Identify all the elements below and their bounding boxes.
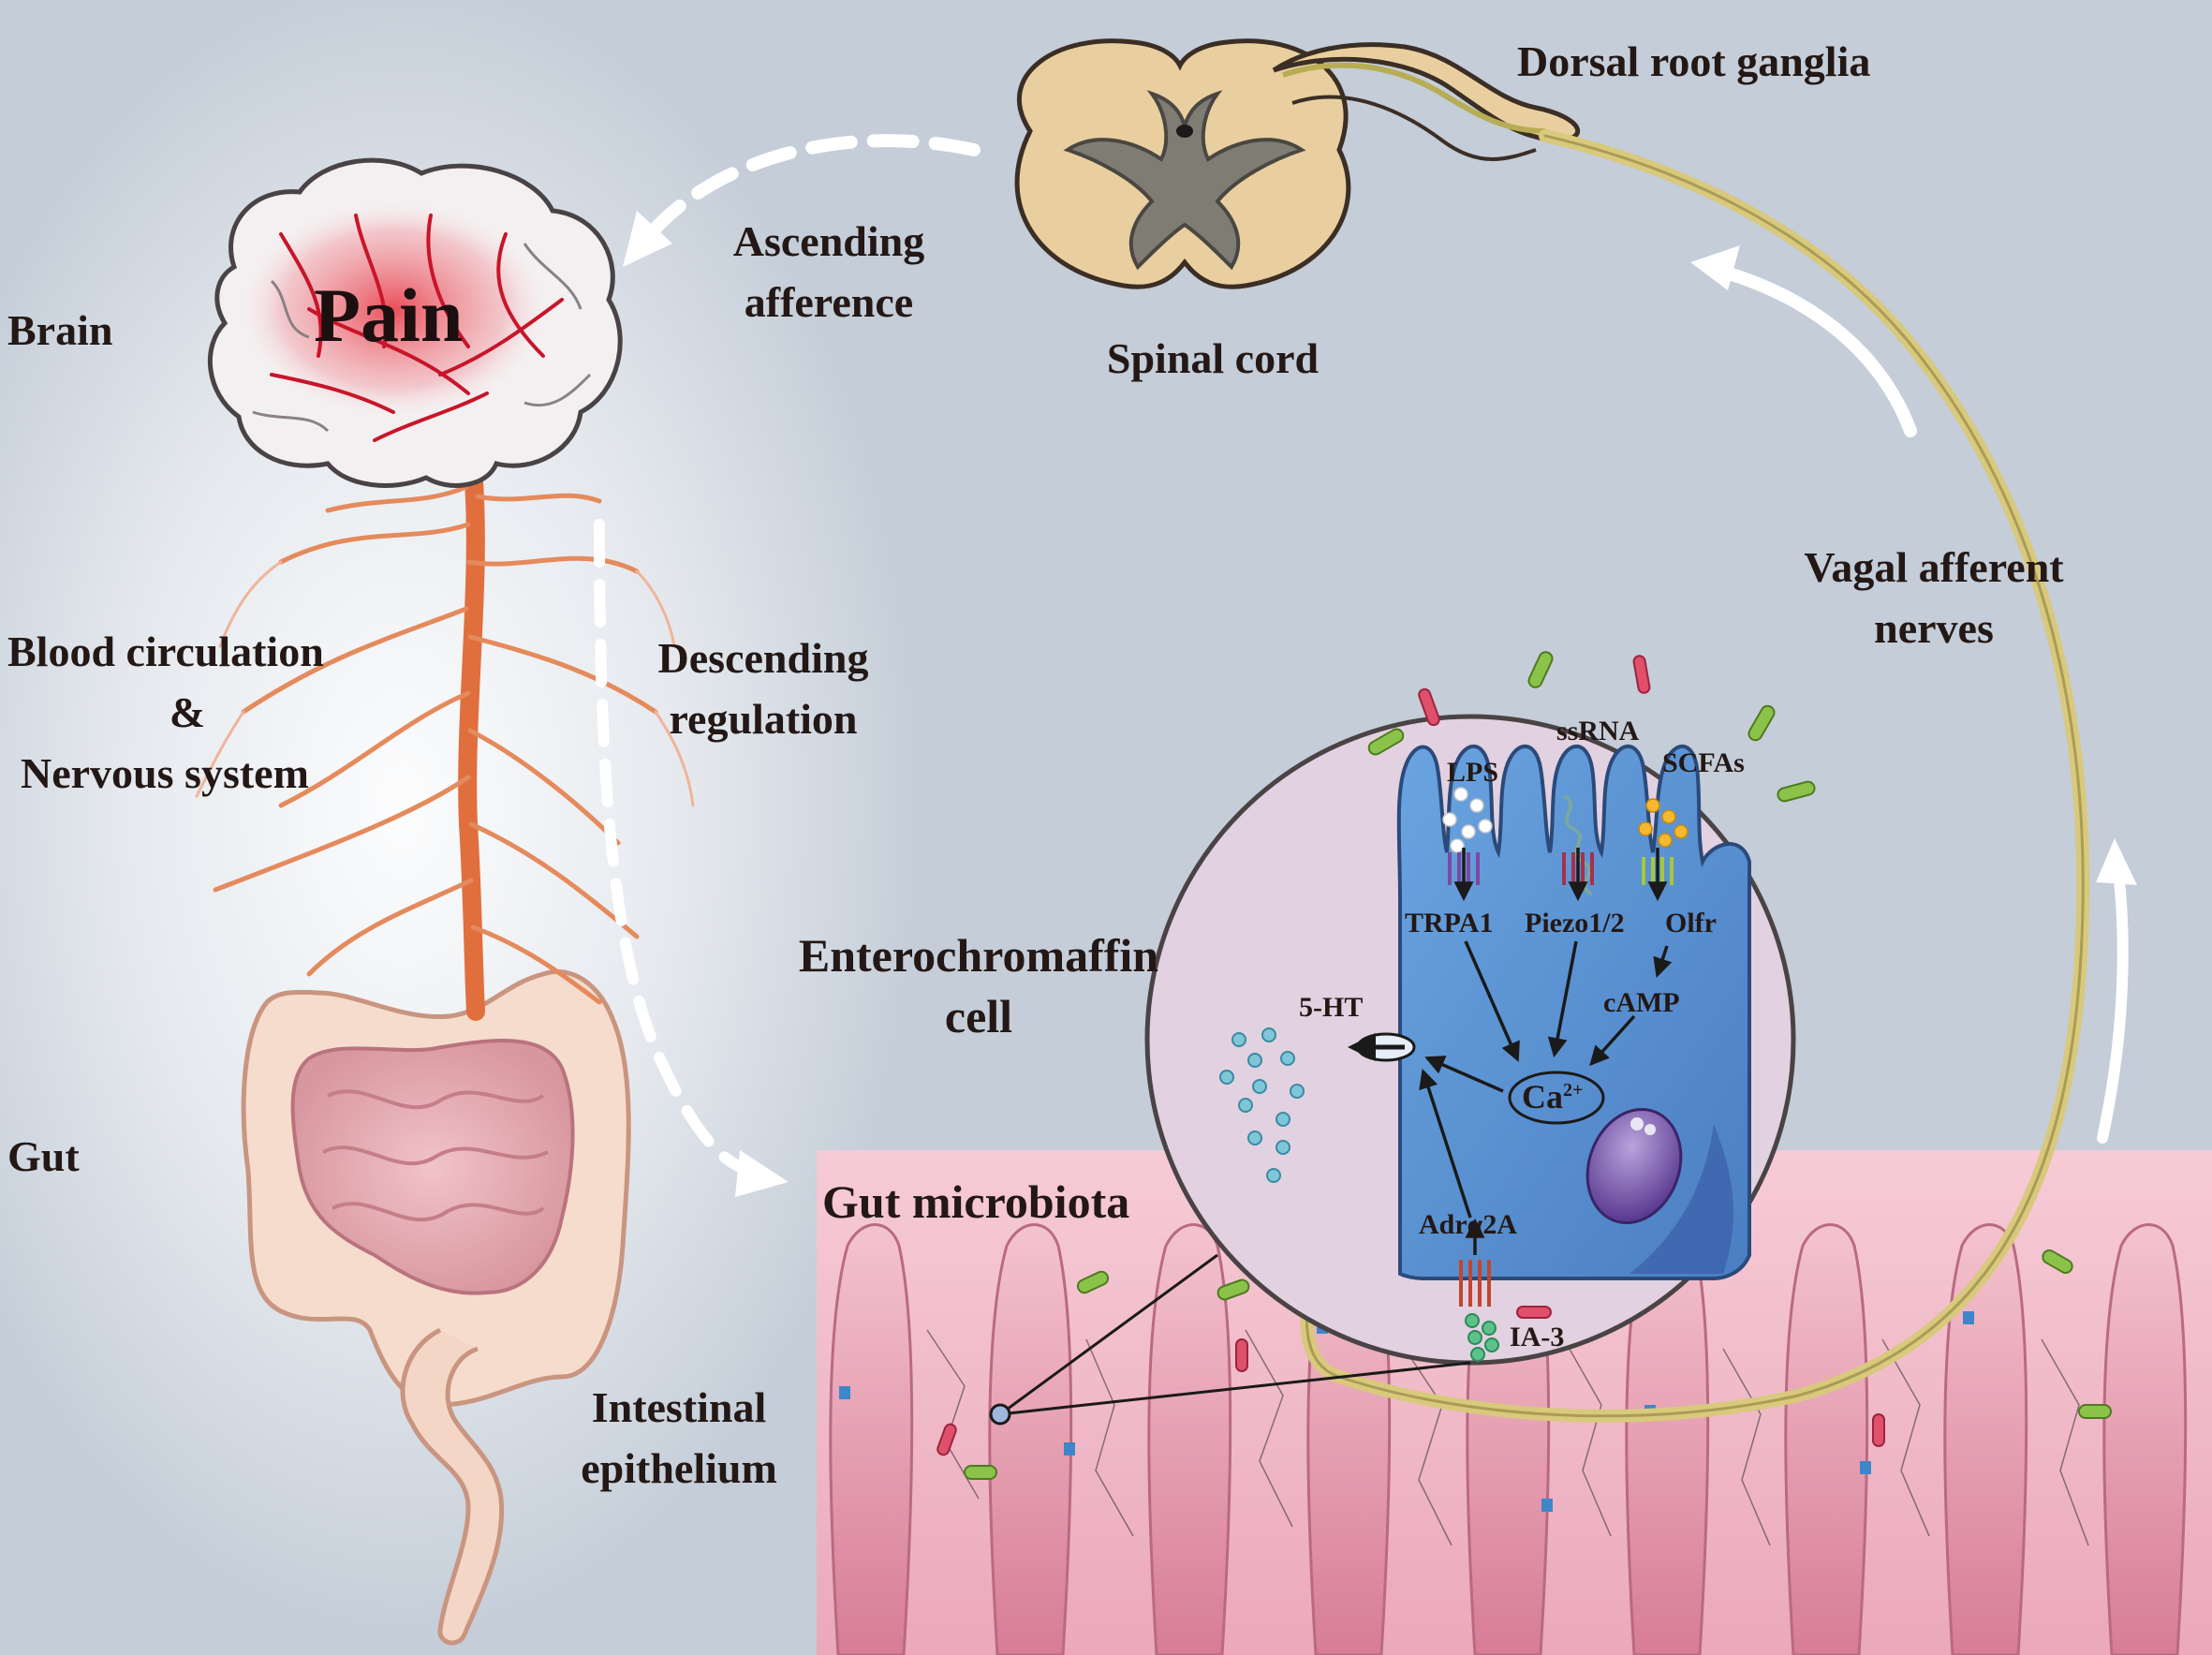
spinal-cord-illustration <box>1014 38 1580 289</box>
label-intestinal: Intestinal <box>591 1383 767 1431</box>
label-vagal-afferent: Vagal afferent <box>1804 543 2064 591</box>
label-cell: cell <box>944 990 1013 1042</box>
bacteria <box>936 1249 2112 1480</box>
label-gut-microbiota: Gut microbiota <box>822 1175 1130 1228</box>
label-piezo: Piezo1/2 <box>1525 908 1625 938</box>
label-ia3: IA-3 <box>1510 1322 1565 1352</box>
enterochromaffin-cell-inset <box>989 651 1816 1426</box>
descending-regulation-arrow <box>594 519 789 1197</box>
nervous-system-vessels <box>195 459 695 1021</box>
label-nerves: nerves <box>1874 604 1994 652</box>
label-trpa1: TRPA1 <box>1405 908 1494 938</box>
label-regulation: regulation <box>669 695 858 743</box>
gut-illustration <box>241 968 631 1646</box>
label-lps: LPS <box>1447 757 1499 788</box>
label-spinal-cord: Spinal cord <box>1106 334 1320 382</box>
ascending-afference-arrow <box>623 134 981 267</box>
label-brain: Brain <box>7 306 113 354</box>
label-adra2a: Adrα2A <box>1419 1209 1518 1240</box>
label-enterochromaffin: Enterochromaffin <box>798 929 1159 982</box>
brain-illustration <box>207 157 623 488</box>
label-epithelium: epithelium <box>581 1444 777 1492</box>
label-ascending: Ascending <box>732 217 925 265</box>
vagal-afferent-nerve <box>1300 129 2090 1423</box>
label-pain: Pain <box>314 273 464 358</box>
label-olfr: Olfr <box>1665 908 1717 938</box>
inset-bacteria <box>1367 651 1816 1319</box>
vagal-upward-arrows <box>1690 245 2137 1144</box>
label-nervous-system: Nervous system <box>21 749 309 797</box>
label-dorsal-root-ganglia: Dorsal root ganglia <box>1517 37 1871 85</box>
label-5ht: 5-HT <box>1299 992 1364 1023</box>
label-scfas: SCFAs <box>1662 747 1745 778</box>
label-gut: Gut <box>7 1132 80 1180</box>
label-descending: Descending <box>657 634 869 682</box>
label-calcium: Ca2+ <box>1522 1078 1584 1116</box>
label-blood-circulation: Blood circulation <box>7 628 324 675</box>
label-ssrna: ssRNA <box>1556 716 1640 746</box>
label-afference: afference <box>744 278 914 326</box>
label-ampersand: & <box>169 688 206 736</box>
calcium-ellipse <box>1508 1071 1605 1125</box>
label-camp: cAMP <box>1603 987 1680 1018</box>
